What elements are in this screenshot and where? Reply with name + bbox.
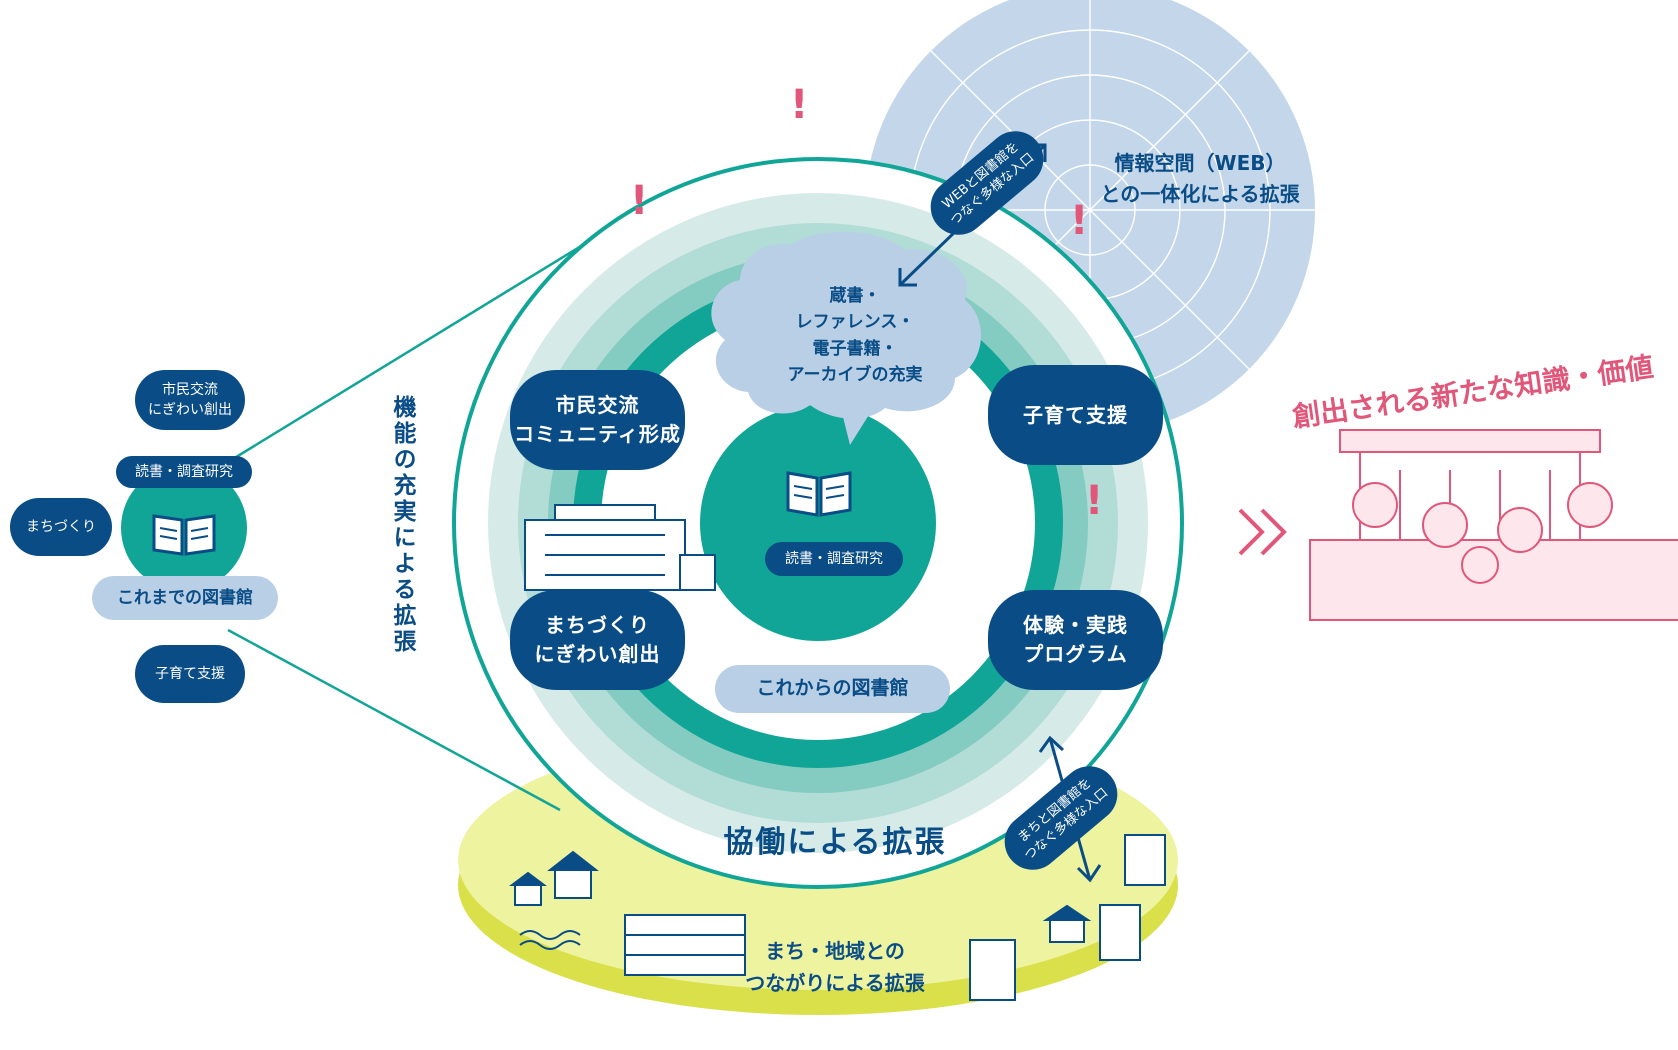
web-expansion-title: 情報空間（WEB） との一体化による拡張: [1100, 151, 1300, 206]
functional-expansion-label: 機能の充実による拡張: [389, 395, 415, 655]
town-illustrations: [509, 834, 1166, 1001]
program-pill: 体験・実践 プログラム: [988, 590, 1163, 690]
center-reading-pill: 読書・調査研究: [765, 542, 903, 576]
childcare-pill: 子育て支援: [988, 365, 1163, 465]
exclamation-icon: !: [630, 178, 649, 224]
library-building-icon: [524, 504, 716, 591]
collection-bubble-shape: [711, 231, 982, 419]
expansion-rings: [452, 157, 1184, 889]
exclamation-icon: !: [1070, 198, 1089, 244]
legacy-book-icon: [150, 508, 218, 562]
legacy-machizukuri-pill: まちづくり: [10, 498, 112, 556]
legacy-reading-pill: 読書・調査研究: [116, 456, 252, 488]
center-book-icon: [784, 465, 854, 523]
community-pill: 市民交流 コミュニティ形成: [510, 370, 685, 470]
funnel-line-top: [227, 208, 641, 464]
legacy-childcare-pill: 子育て支援: [135, 645, 245, 703]
legacy-community-pill: 市民交流 にぎわい創出: [135, 370, 245, 430]
exclamation-icon: !: [790, 82, 809, 128]
legacy-core: [121, 465, 247, 591]
result-illustration: [1309, 429, 1678, 621]
exclamation-icon: !: [1085, 478, 1104, 524]
legacy-caption: これまでの図書館: [92, 576, 278, 620]
collection-bubble-text: 蔵書・ レファレンス・ 電子書籍・ アーカイブの充実: [787, 286, 923, 386]
funnel-line-bottom: [227, 628, 561, 812]
forward-chevrons: [1238, 508, 1287, 556]
machizukuri-pill: まちづくり にぎわい創出: [510, 590, 685, 690]
collaboration-label: 協働による拡張: [723, 825, 947, 860]
town-expansion-title: まち・地域との つながりによる拡張: [745, 939, 925, 995]
center-caption: これからの図書館: [715, 665, 950, 713]
